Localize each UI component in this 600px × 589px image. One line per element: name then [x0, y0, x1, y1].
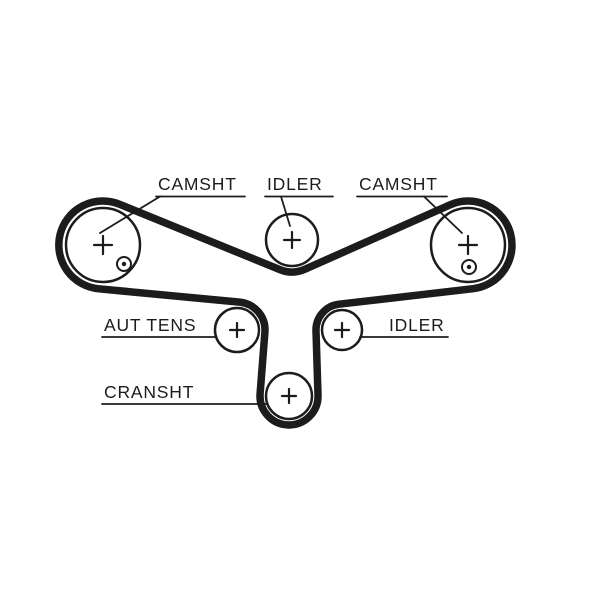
- camshaft-pulley-left: [64, 206, 142, 284]
- leader-line: [99, 195, 161, 234]
- center-cross-icon: [92, 234, 114, 256]
- label-crankshaft: CRANSHT: [101, 382, 268, 405]
- idler-pulley-top: [264, 212, 320, 268]
- center-cross-icon: [228, 321, 246, 339]
- label-idler-right: IDLER: [359, 315, 449, 338]
- timing-belt: [55, 197, 516, 429]
- label-idler-right-text: IDLER: [389, 315, 445, 335]
- center-cross-icon: [457, 234, 479, 256]
- leader-line: [280, 195, 291, 227]
- crankshaft-pulley: [264, 371, 314, 421]
- idler-pulley-right: [320, 308, 364, 352]
- timing-mark-dot: [466, 264, 472, 270]
- camshaft-pulley-right: [429, 206, 507, 284]
- label-camshaft-right-text: CAMSHT: [359, 174, 438, 194]
- label-camshaft-left-text: CAMSHT: [158, 174, 237, 194]
- label-tensioner-text: AUT TENS: [104, 315, 196, 335]
- center-cross-icon: [333, 321, 351, 339]
- label-camshaft-left: CAMSHT: [99, 174, 246, 234]
- label-idler-top-text: IDLER: [267, 174, 323, 194]
- label-crankshaft-text: CRANSHT: [104, 382, 194, 402]
- center-cross-icon: [282, 230, 302, 250]
- timing-mark-dot: [121, 261, 127, 267]
- tensioner-pulley: [213, 306, 261, 354]
- center-cross-icon: [280, 387, 298, 405]
- label-camshaft-right: CAMSHT: [356, 174, 463, 234]
- leader-line: [423, 195, 463, 234]
- label-idler-top: IDLER: [264, 174, 334, 227]
- label-tensioner: AUT TENS: [101, 315, 217, 338]
